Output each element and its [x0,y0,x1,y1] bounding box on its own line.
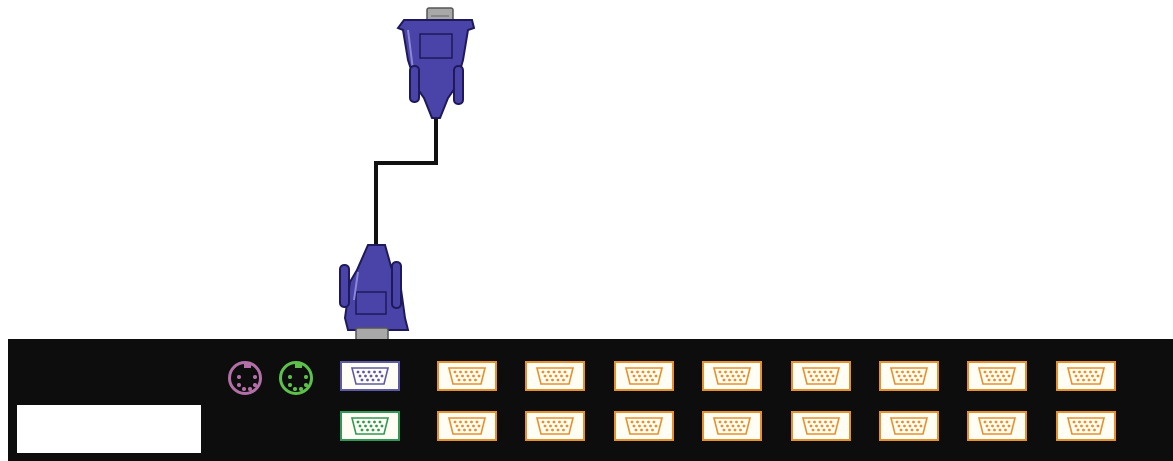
vga-port-icon [702,361,762,391]
vga-port-icon [702,411,762,441]
vga-secondary-port-icon [340,411,400,441]
cable-wire [374,112,438,252]
vga-port-icon [437,411,497,441]
vga-port-icon [614,361,674,391]
ps2-mouse-port-icon [228,361,262,395]
vga-port-icon [437,361,497,391]
vga-port-icon [967,411,1027,441]
vga-port-icon [879,411,939,441]
vga-port-icon [525,411,585,441]
vga-port-icon [791,361,851,391]
vga-port-icon [1056,361,1116,391]
vga-port-icon [1056,411,1116,441]
vga-port-icon [879,361,939,391]
vga-port-icon [967,361,1027,391]
vga-port-icon [614,411,674,441]
vga-port-icon [525,361,585,391]
vga-console-port-icon [340,361,400,391]
bottom-vga-connector-icon [339,244,410,347]
ps2-keyboard-port-icon [279,361,313,395]
label-box [17,405,201,453]
top-vga-connector-icon [396,7,476,119]
vga-port-icon [791,411,851,441]
